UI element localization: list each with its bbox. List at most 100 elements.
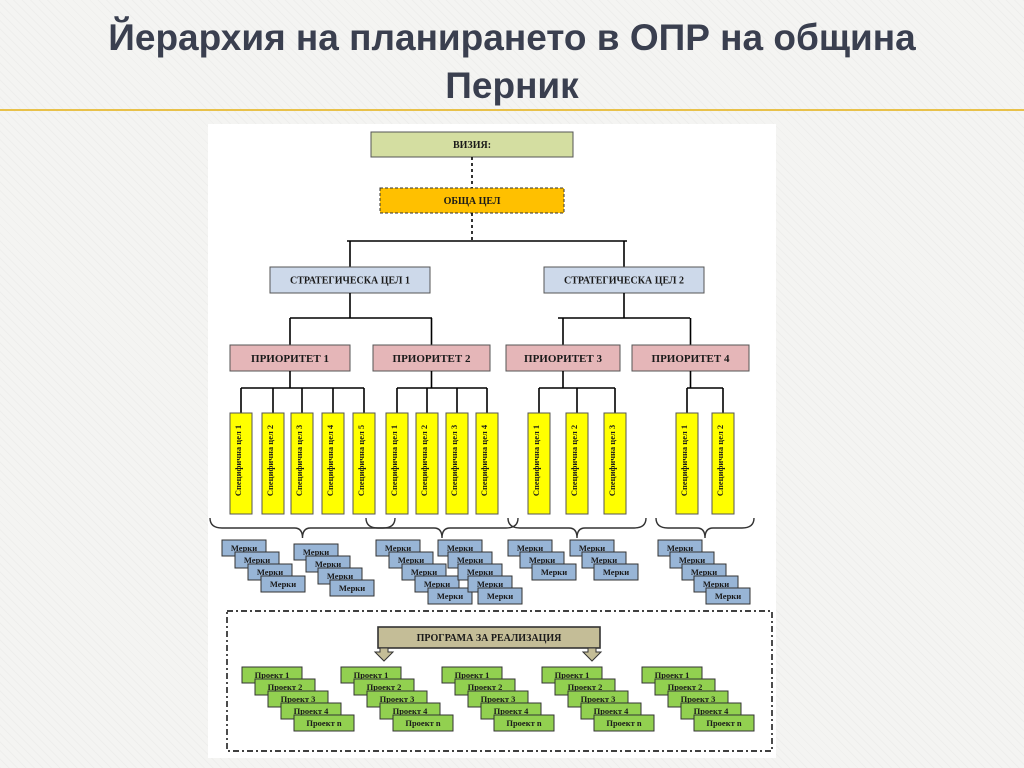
measure-box-label: Мерки	[231, 543, 257, 553]
project-box-label: Проект 3	[380, 694, 415, 704]
measure-box-label: Мерки	[603, 567, 629, 577]
project-box-label: Проект 1	[354, 670, 389, 680]
measure-box-label: Мерки	[703, 579, 729, 589]
priority-box-4-label: ПРИОРИТЕТ 4	[652, 353, 730, 365]
title-underline	[0, 109, 1024, 111]
project-box-label: Проект 2	[468, 682, 503, 692]
measure-box	[593, 563, 639, 581]
measure-box	[427, 587, 473, 605]
measure-box-label: Мерки	[487, 591, 513, 601]
measure-box-label: Мерки	[715, 591, 741, 601]
measure-box-label: Мерки	[385, 543, 411, 553]
measure-box-label: Мерки	[270, 579, 296, 589]
measure-box-label: Мерки	[691, 567, 717, 577]
project-box	[693, 714, 755, 732]
priority-box-4	[631, 344, 750, 372]
measure-box-label: Мерки	[467, 567, 493, 577]
title-line-1: Йерархия на планирането в ОПР на община	[108, 17, 916, 58]
specific-goal-box-3-2	[565, 412, 589, 515]
measure-box-label: Мерки	[339, 583, 365, 593]
specific-goal-label: Специфична цел 4	[479, 424, 489, 496]
group-brace	[365, 517, 519, 539]
specific-goal-label: Специфична цел 1	[233, 425, 243, 496]
measure-box-label: Мерки	[398, 555, 424, 565]
priority-box-1	[229, 344, 351, 372]
measure-box-label: Мерки	[541, 567, 567, 577]
measure-box-label: Мерки	[679, 555, 705, 565]
project-box-label: Проект 4	[694, 706, 730, 716]
measure-box-label: Мерки	[517, 543, 543, 553]
program-box-label: ПРОГРАМА ЗА РЕАЛИЗАЦИЯ	[417, 633, 562, 644]
specific-goal-label: Специфична цел 4	[325, 424, 335, 496]
specific-goal-box-2-2	[415, 412, 439, 515]
general-goal-box-label: ОБЩА ЦЕЛ	[444, 196, 501, 207]
project-box-label: Проект 3	[681, 694, 716, 704]
vision-box-label: ВИЗИЯ:	[453, 140, 491, 151]
title-line-2: Перник	[445, 65, 579, 106]
project-box-label: Проект 3	[281, 694, 316, 704]
measure-box-label: Мерки	[667, 543, 693, 553]
priority-box-1-label: ПРИОРИТЕТ 1	[251, 353, 329, 365]
measure-box-label: Мерки	[579, 543, 605, 553]
group-brace	[655, 517, 755, 539]
measure-box	[477, 587, 523, 605]
project-box	[392, 714, 454, 732]
measure-box-label: Мерки	[303, 547, 329, 557]
program-frame	[226, 610, 773, 752]
group-brace	[507, 517, 647, 539]
specific-goal-label: Специфична цел 5	[356, 425, 366, 496]
group-brace	[209, 517, 396, 539]
project-box	[293, 714, 355, 732]
program-arrow	[373, 647, 395, 662]
measure-box-label: Мерки	[591, 555, 617, 565]
specific-goal-box-1-1	[229, 412, 253, 515]
priority-box-3	[505, 344, 621, 372]
project-box-label: Проект 2	[568, 682, 603, 692]
project-box	[493, 714, 555, 732]
program-arrow	[581, 647, 603, 662]
measure-box-label: Мерки	[257, 567, 283, 577]
project-box-label: Проект 4	[393, 706, 429, 716]
measure-box-label: Мерки	[327, 571, 353, 581]
project-box-label: Проект n	[306, 718, 342, 728]
project-box-label: Проект 4	[594, 706, 630, 716]
measure-box-label: Мерки	[477, 579, 503, 589]
project-box-label: Проект 2	[268, 682, 303, 692]
strategic-goal-box-1-label: СТРАТЕГИЧЕСКА ЦЕЛ 1	[290, 276, 410, 287]
project-box	[593, 714, 655, 732]
measure-box	[705, 587, 751, 605]
measure-box	[260, 575, 306, 593]
specific-goal-box-3-1	[527, 412, 551, 515]
project-box-label: Проект 2	[367, 682, 402, 692]
measure-box-label: Мерки	[457, 555, 483, 565]
specific-goal-box-1-5	[352, 412, 376, 515]
project-box-label: Проект n	[706, 718, 742, 728]
specific-goal-box-1-2	[261, 412, 285, 515]
project-box-label: Проект 3	[481, 694, 516, 704]
measure-box-label: Мерки	[315, 559, 341, 569]
specific-goal-box-1-3	[290, 412, 314, 515]
specific-goal-label: Специфична цел 1	[679, 425, 689, 496]
program-box	[377, 626, 601, 649]
specific-goal-label: Специфична цел 3	[294, 425, 304, 496]
specific-goal-label: Специфична цел 2	[419, 425, 429, 496]
page-title: Йерархия на планирането в ОПР на община …	[0, 14, 1024, 110]
specific-goal-box-4-1	[675, 412, 699, 515]
specific-goal-box-1-4	[321, 412, 345, 515]
measure-box-label: Мерки	[447, 543, 473, 553]
strategic-goal-box-2-label: СТРАТЕГИЧЕСКА ЦЕЛ 2	[564, 276, 684, 287]
specific-goal-box-2-4	[475, 412, 499, 515]
project-box-label: Проект 1	[655, 670, 690, 680]
measure-box	[531, 563, 577, 581]
specific-goal-box-3-3	[603, 412, 627, 515]
project-box-label: Проект n	[606, 718, 642, 728]
priority-box-3-label: ПРИОРИТЕТ 3	[524, 353, 602, 365]
measure-box-label: Мерки	[244, 555, 270, 565]
project-box-label: Проект 1	[255, 670, 290, 680]
project-box-label: Проект n	[506, 718, 542, 728]
specific-goal-label: Специфична цел 2	[265, 425, 275, 496]
project-box-label: Проект 3	[581, 694, 616, 704]
measure-box-label: Мерки	[529, 555, 555, 565]
specific-goal-box-4-2	[711, 412, 735, 515]
